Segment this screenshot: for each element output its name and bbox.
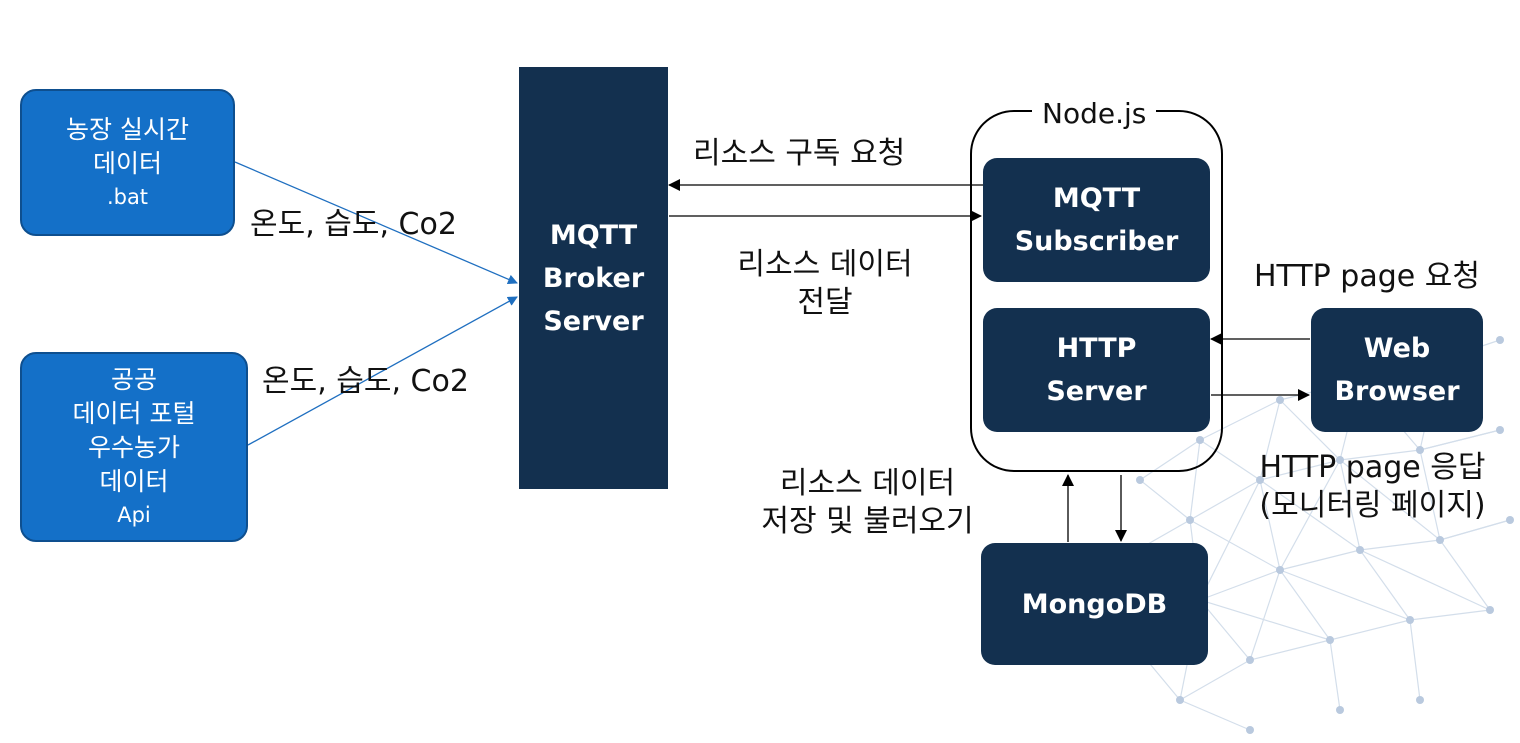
browser-line2: Browser — [1334, 376, 1460, 407]
browser-line1: Web — [1363, 333, 1431, 364]
farm-box-line2: 데이터 — [92, 148, 162, 178]
deliver-data-label: 리소스 데이터 전달 — [700, 246, 950, 322]
web-browser-box: Web Browser — [1311, 308, 1483, 432]
nodejs-title: Node.js — [1032, 96, 1157, 132]
public-data-portal-box: 공공 데이터 포털 우수농가 데이터 Api — [20, 352, 248, 542]
broker-line1: MQTT — [549, 219, 638, 251]
mqtt-broker-server-box: MQTT Broker Server — [519, 67, 668, 489]
db-line2: 저장 및 불러오기 — [761, 504, 974, 539]
public-box-line2: 데이터 포털 — [72, 399, 196, 428]
farm-realtime-data-box: 농장 실시간 데이터 .bat — [20, 89, 235, 236]
broker-line2: Broker — [542, 262, 645, 294]
http-server-line2: Server — [1046, 376, 1147, 407]
public-box-line4: 데이터 — [99, 467, 169, 496]
mongodb-label: MongoDB — [1021, 588, 1168, 620]
deliver-line2: 전달 — [797, 285, 853, 320]
db-line1: 리소스 데이터 — [779, 466, 956, 501]
subscriber-line1: MQTT — [1052, 183, 1141, 214]
http-response-line1: HTTP page 응답 — [1259, 450, 1486, 485]
db-access-label: 리소스 데이터 저장 및 불러오기 — [725, 465, 1010, 541]
http-request-label: HTTP page 요청 — [1254, 259, 1480, 294]
farm-box-line1: 농장 실시간 — [66, 114, 189, 144]
subscriber-line2: Subscriber — [1014, 226, 1179, 257]
deliver-line1: 리소스 데이터 — [737, 247, 913, 282]
broker-line3: Server — [543, 305, 644, 337]
farm-box-sub: .bat — [106, 184, 149, 209]
http-server-line1: HTTP — [1056, 333, 1137, 364]
public-to-broker-arrow — [247, 296, 518, 446]
http-response-line2: (모니터링 페이지) — [1259, 488, 1486, 523]
farm-to-broker-arrow — [234, 161, 518, 285]
mqtt-subscriber-box: MQTT Subscriber — [983, 158, 1210, 282]
mongodb-box: MongoDB — [981, 543, 1208, 665]
public-box-sub: Api — [117, 503, 151, 527]
public-box-line1: 공공 — [110, 365, 157, 394]
sensor-label-bottom: 온도, 습도, Co2 — [262, 364, 469, 399]
http-server-box: HTTP Server — [983, 308, 1210, 432]
subscribe-request-label: 리소스 구독 요청 — [693, 136, 906, 171]
sensor-label-top: 온도, 습도, Co2 — [250, 207, 457, 242]
public-box-line3: 우수농가 — [87, 433, 180, 462]
http-response-label: HTTP page 응답 (모니터링 페이지) — [1225, 449, 1520, 525]
